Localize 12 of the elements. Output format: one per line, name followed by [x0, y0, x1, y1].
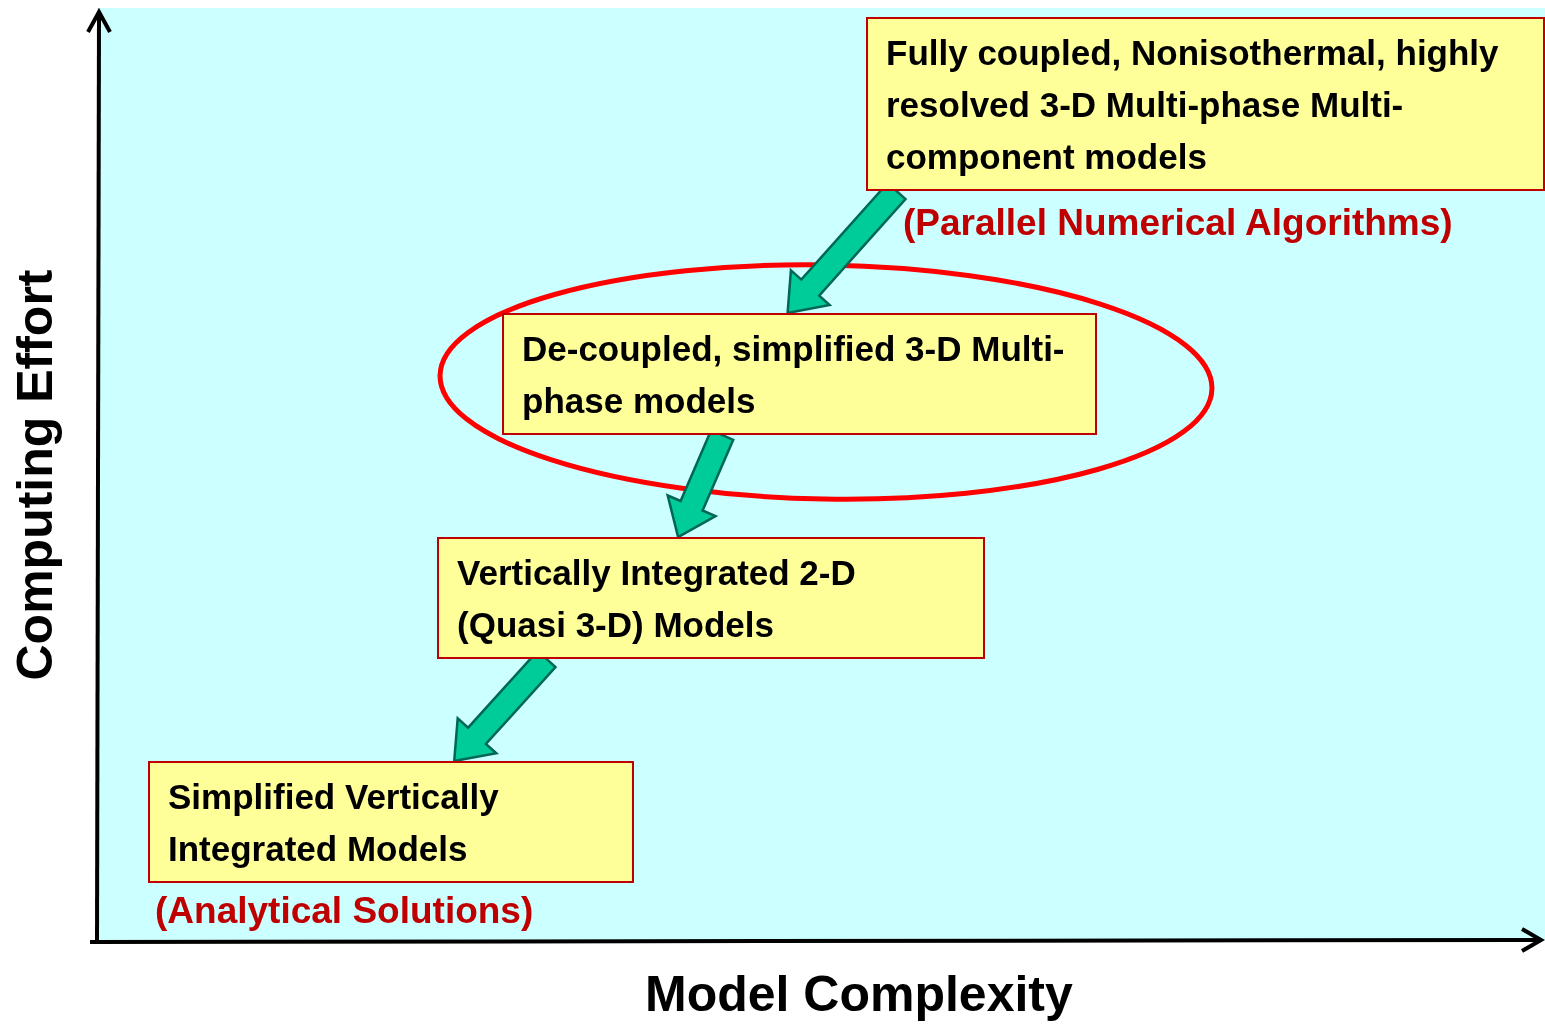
y-axis-title: Computing Effort [5, 269, 63, 681]
model-box [502, 313, 1097, 435]
model-box [866, 17, 1545, 191]
model-text: Simplified Vertically Integrated Models [168, 776, 500, 870]
model-box [148, 761, 634, 883]
model-text: Fully coupled, Nonisothermal, highly resolved 3-D Multi-phase Multi-component models [886, 32, 1500, 178]
model-box [437, 537, 985, 659]
model-text: Vertically Integrated 2-D (Quasi 3-D) Models [457, 552, 857, 646]
x-axis-title: Model Complexity [645, 965, 1073, 1023]
model-text: De-coupled, simplified 3-D Multi-phase models [522, 328, 1066, 422]
method-note: (Parallel Numerical Algorithms) [903, 202, 1453, 244]
method-note: (Analytical Solutions) [155, 890, 534, 932]
